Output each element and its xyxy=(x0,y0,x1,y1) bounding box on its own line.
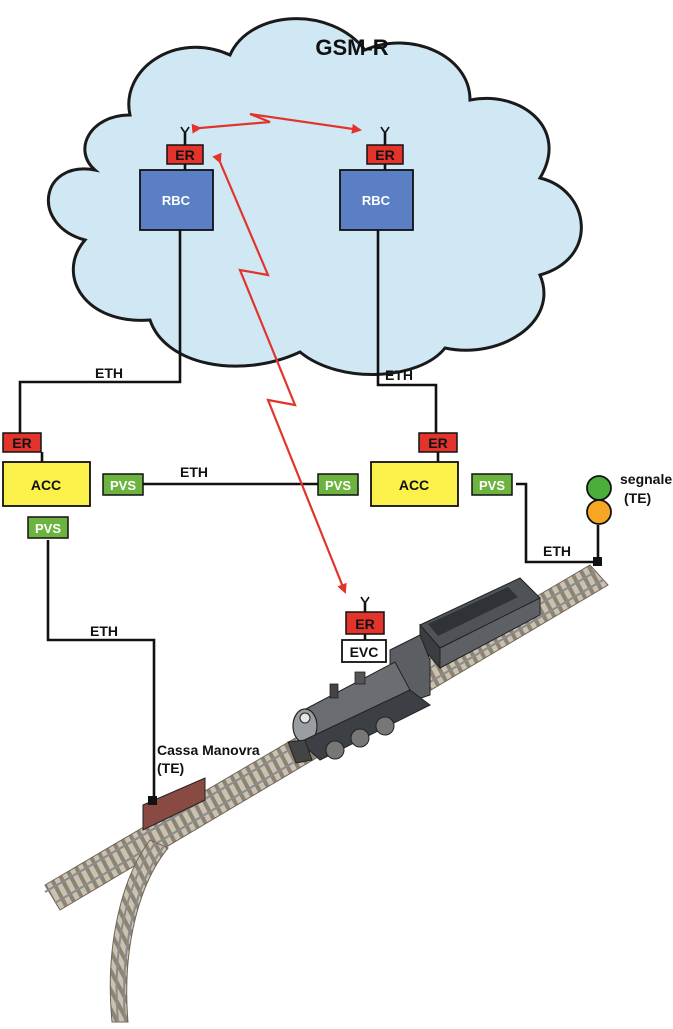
wire-rbc2-acc2 xyxy=(376,230,438,433)
rbc-rbc-radio-link xyxy=(191,112,362,134)
locomotive-image xyxy=(287,577,541,764)
cloud-shape xyxy=(47,17,583,376)
er-box-rbc1: ER xyxy=(166,144,204,165)
railway-track xyxy=(44,564,609,1023)
svg-text:ER: ER xyxy=(428,435,447,451)
gsmr-cloud: GSM-R xyxy=(47,17,583,376)
svg-text:RBC: RBC xyxy=(362,193,391,208)
svg-text:ER: ER xyxy=(355,616,374,632)
er-box-rbc2: ER xyxy=(366,144,404,165)
ethernet-wires xyxy=(18,133,600,800)
railway-signal: segnale (TE) xyxy=(586,471,672,566)
wire-pvs-signal xyxy=(516,482,596,564)
svg-text:PVS: PVS xyxy=(325,478,351,493)
evc-box: EVC xyxy=(341,639,387,663)
switch-box: Cassa Manovra (TE) xyxy=(142,742,260,831)
wire-pvs-switch xyxy=(46,540,156,800)
svg-text:ER: ER xyxy=(12,435,31,451)
eth-label-5: ETH xyxy=(90,623,118,639)
acc-box-1: ACC xyxy=(2,461,91,507)
er-box-acc1: ER xyxy=(2,432,42,453)
switch-box-label-line2: (TE) xyxy=(157,760,184,776)
svg-text:RBC: RBC xyxy=(162,193,191,208)
pvs-box-acc2-right: PVS xyxy=(471,473,513,496)
svg-text:PVS: PVS xyxy=(479,478,505,493)
eth-label-3: ETH xyxy=(180,464,208,480)
acc-box-2: ACC xyxy=(370,461,459,507)
antenna-icon xyxy=(180,126,390,605)
svg-text:ACC: ACC xyxy=(399,477,429,493)
svg-text:ER: ER xyxy=(175,147,194,163)
eth-label-2: ETH xyxy=(385,367,413,383)
svg-text:EVC: EVC xyxy=(350,644,379,660)
pvs-box-acc2-left: PVS xyxy=(317,473,359,496)
svg-text:PVS: PVS xyxy=(110,478,136,493)
svg-text:ER: ER xyxy=(375,147,394,163)
er-box-train: ER xyxy=(345,611,385,635)
svg-text:PVS: PVS xyxy=(35,521,61,536)
pvs-box-acc1-bottom: PVS xyxy=(27,516,69,539)
eth-label-4: ETH xyxy=(543,543,571,559)
eth-label-1: ETH xyxy=(95,365,123,381)
switch-box-label-line1: Cassa Manovra xyxy=(157,742,260,758)
signal-green-light xyxy=(586,475,612,501)
wire-rbc1-acc1 xyxy=(18,230,182,433)
signal-amber-light xyxy=(586,499,612,525)
er-box-acc2: ER xyxy=(418,432,458,453)
radio-links xyxy=(191,112,362,594)
rbc-box-2: RBC xyxy=(339,169,414,231)
rbc-train-radio-link xyxy=(212,152,347,594)
pvs-box-acc1-right: PVS xyxy=(102,473,144,496)
signal-label-line2: (TE) xyxy=(624,490,651,506)
rbc-box-1: RBC xyxy=(139,169,214,231)
svg-text:ACC: ACC xyxy=(31,477,61,493)
signal-label-line1: segnale xyxy=(620,471,672,487)
gsmr-title: GSM-R xyxy=(315,35,388,60)
